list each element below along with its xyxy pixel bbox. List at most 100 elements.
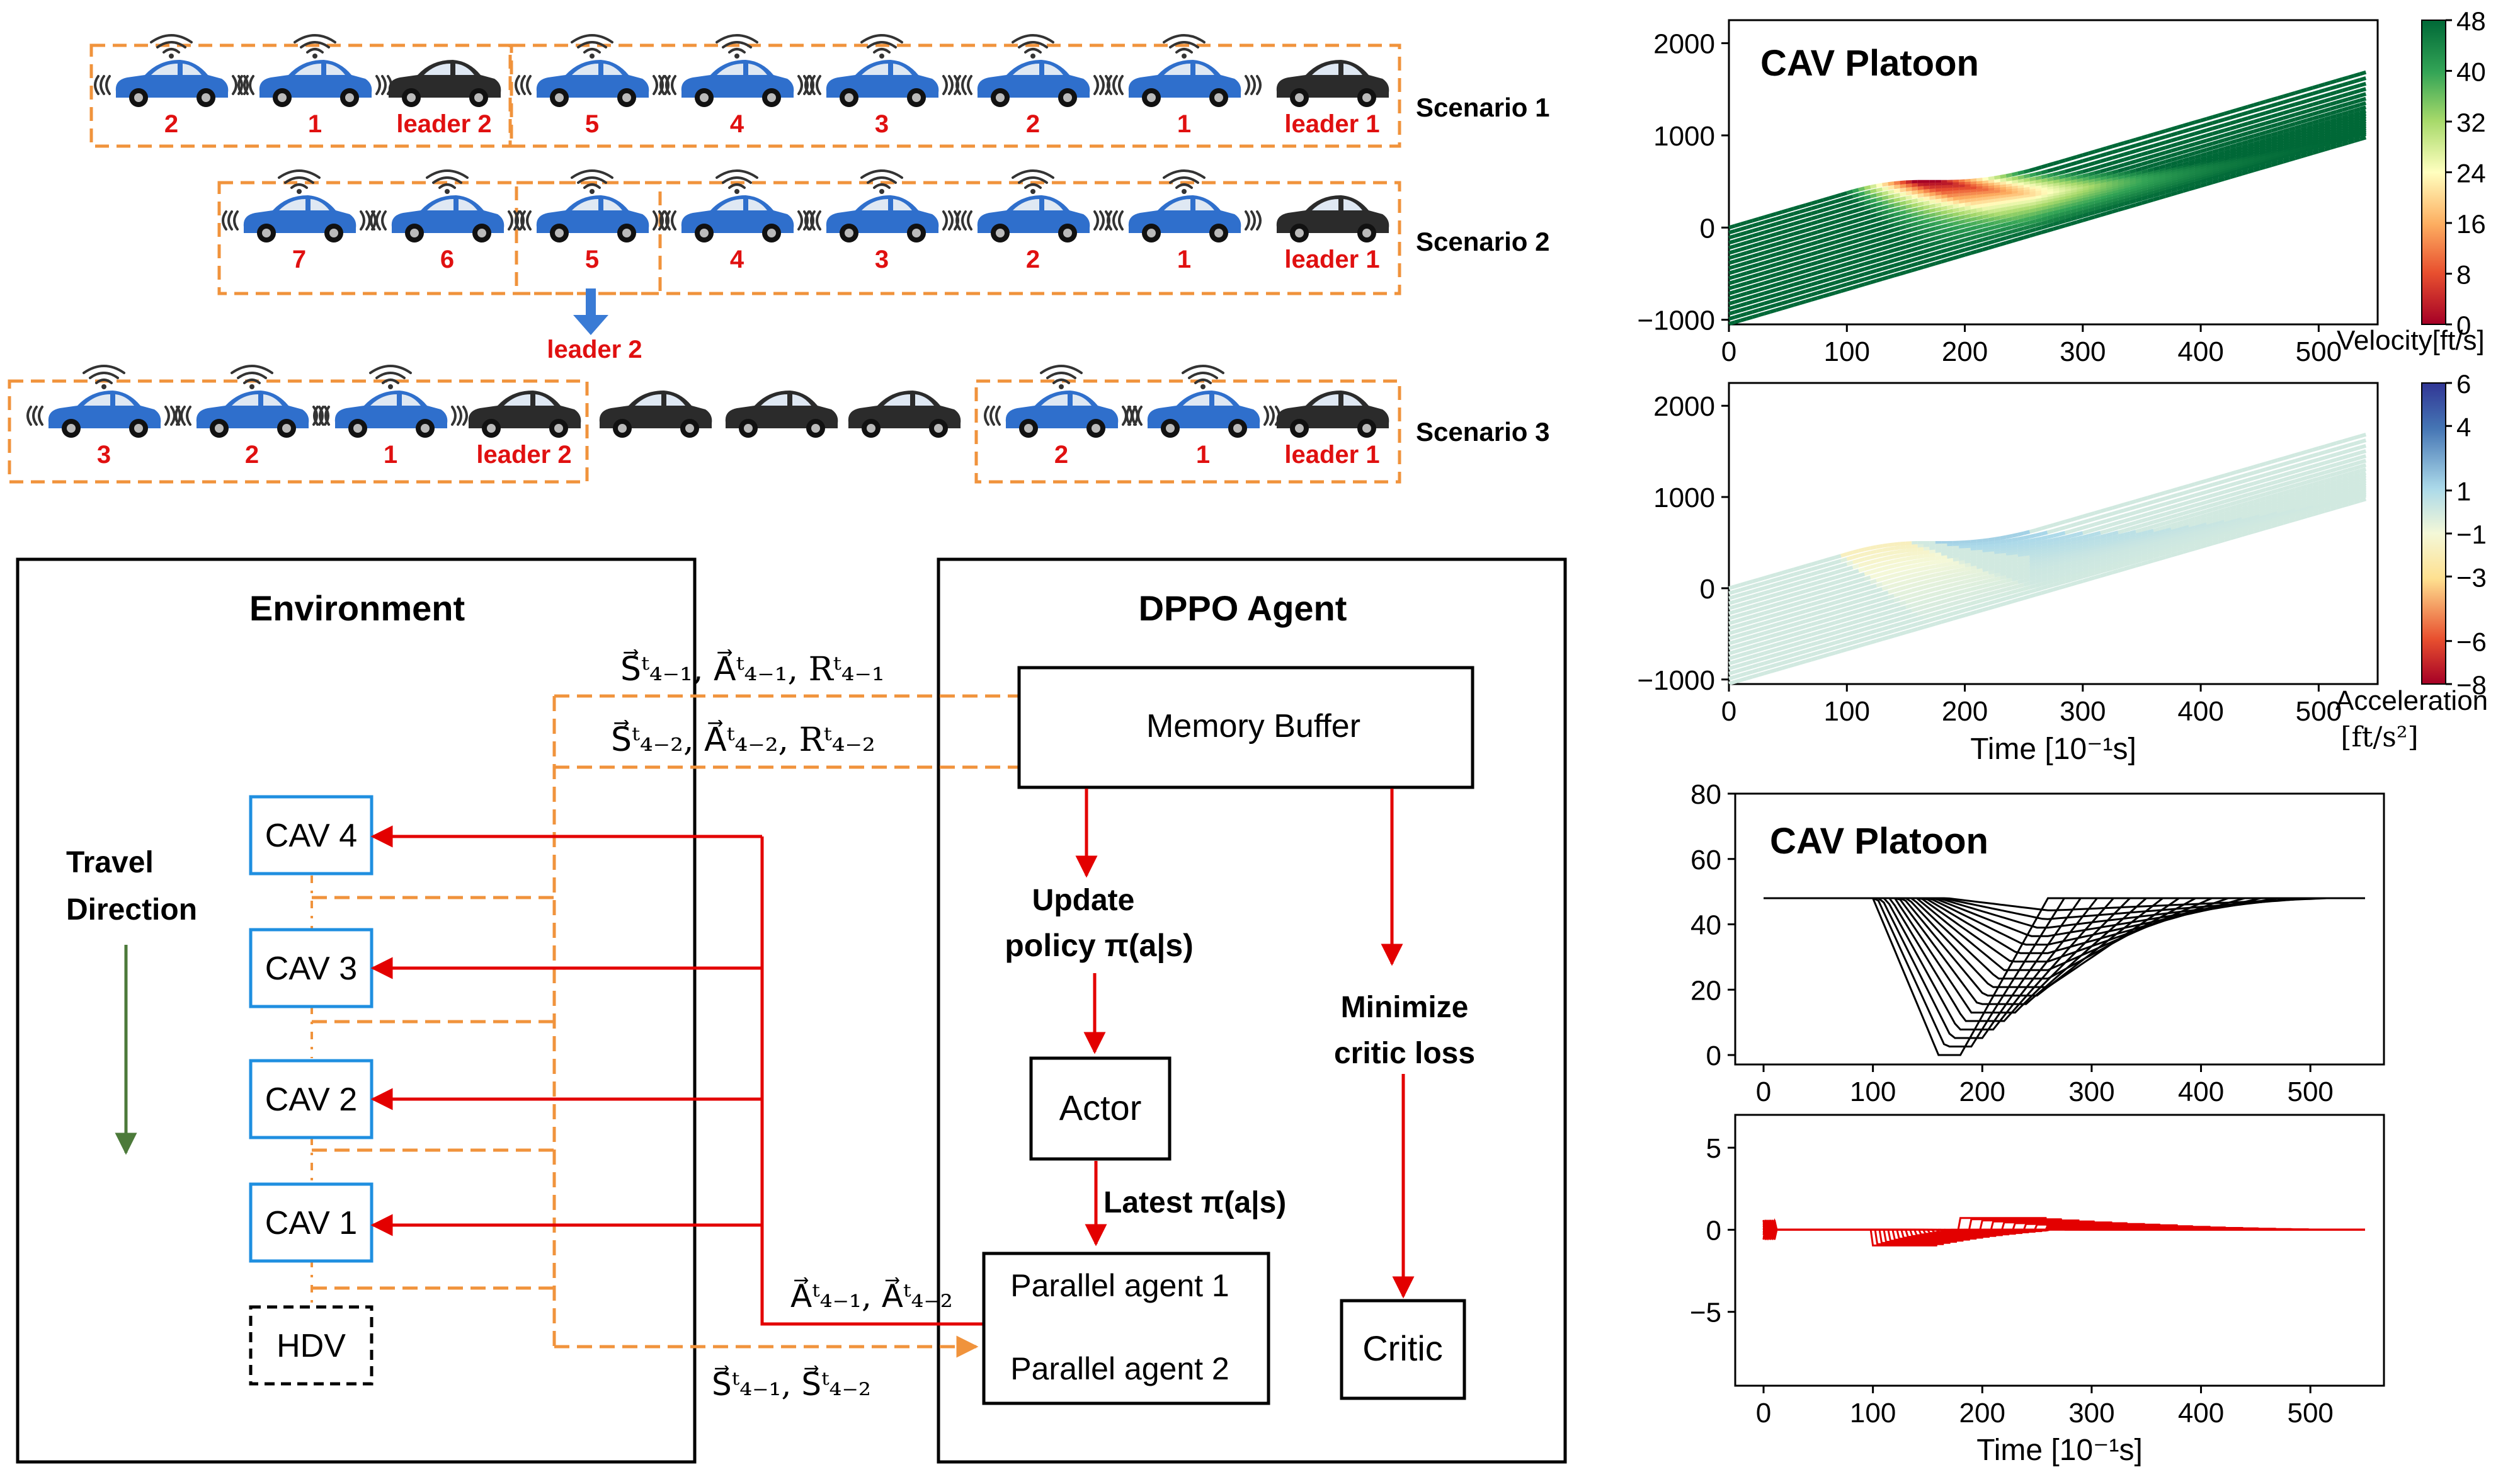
trajectory-segment	[2359, 105, 2367, 111]
trajectory-segment	[1858, 617, 1866, 623]
trajectory-segment	[1804, 292, 1812, 299]
trajectory-segment	[2165, 139, 2172, 144]
trajectory-segment	[2147, 554, 2155, 561]
trajectory-segment	[1976, 228, 1983, 234]
trajectory-segment	[1905, 187, 1912, 192]
trajectory-segment	[1828, 571, 1836, 576]
trajectory-segment	[2312, 149, 2320, 155]
trajectory-segment	[1740, 286, 1747, 292]
trajectory-segment	[2088, 210, 2095, 217]
trajectory-segment	[1816, 599, 1824, 605]
trajectory-segment	[2200, 543, 2208, 549]
trajectory-segment	[2235, 156, 2243, 161]
acceleration-series	[1762, 1220, 2365, 1240]
trajectory-segment	[2265, 490, 2272, 496]
trajectory-segment	[1917, 590, 1924, 596]
trajectory-segment	[1876, 597, 1883, 603]
trajectory-segment	[2194, 145, 2201, 151]
trajectory-segment	[1976, 233, 1983, 239]
trajectory-segment	[2005, 191, 2012, 196]
trajectory-segment	[1941, 584, 1948, 590]
trajectory-segment	[2218, 147, 2225, 152]
trajectory-segment	[2194, 124, 2201, 130]
trajectory-segment	[1941, 233, 1948, 239]
trajectory-segment	[2247, 147, 2255, 153]
trajectory-segment	[1769, 232, 1777, 238]
trajectory-segment	[2147, 171, 2154, 176]
trajectory-segment	[2235, 106, 2243, 112]
trajectory-segment	[2235, 506, 2243, 513]
trajectory-segment	[1846, 565, 1854, 571]
trajectory-segment	[1787, 212, 1794, 217]
trajectory-segment	[1734, 248, 1742, 253]
trajectory-segment	[2058, 555, 2066, 560]
trajectory-segment	[2100, 188, 2107, 193]
trajectory-segment	[2223, 477, 2231, 483]
trajectory-segment	[2005, 552, 2012, 557]
signal-waves-icon	[237, 75, 392, 95]
trajectory-segment	[2300, 114, 2308, 120]
trajectory-segment	[1776, 576, 1783, 582]
trajectory-segment	[2082, 557, 2089, 563]
state-action-reward-2: S⃗ᵗ₄₋₂, A⃗ᵗ₄₋₂, Rᵗ₄₋₂	[611, 720, 875, 759]
trajectory-segment	[2182, 134, 2190, 139]
trajectory-segment	[1941, 608, 1948, 614]
trajectory-segment	[1887, 268, 1895, 275]
trajectory-segment	[1970, 216, 1977, 222]
trajectory-segment	[2153, 533, 2160, 539]
trajectory-segment	[2111, 198, 2119, 203]
trajectory-segment	[2200, 527, 2208, 532]
trajectory-segment	[2318, 486, 2325, 491]
trajectory-segment	[1804, 222, 1812, 227]
trajectory-segment	[2082, 518, 2090, 525]
update-policy-line2: policy π(a|s)	[1005, 928, 1194, 964]
trajectory-segment	[2295, 134, 2302, 139]
trajectory-segment	[1881, 250, 1889, 256]
trajectory-segment	[1793, 286, 1801, 292]
trajectory-segment	[2288, 142, 2296, 148]
trajectory-segment	[1752, 253, 1759, 258]
trajectory-segment	[1740, 596, 1747, 602]
trajectory-segment	[2200, 517, 2208, 523]
trajectory-segment	[2235, 137, 2243, 143]
trajectory-segment	[1822, 222, 1830, 227]
trajectory-segment	[2212, 532, 2219, 537]
trajectory-segment	[2276, 473, 2284, 479]
trajectory-segment	[2123, 538, 2131, 544]
trajectory-segment	[2200, 537, 2208, 543]
trajectory-segment	[2235, 145, 2243, 151]
trajectory-segment	[2029, 208, 2036, 214]
trajectory-segment	[2058, 189, 2066, 195]
trajectory-segment	[1834, 644, 1842, 650]
trajectory-segment	[1953, 230, 1959, 236]
trajectory-segment	[2182, 163, 2190, 169]
trajectory-segment	[2312, 472, 2320, 478]
trajectory-segment	[1935, 215, 1942, 221]
trajectory-segment	[2265, 133, 2272, 139]
trajectory-segment	[2335, 486, 2343, 491]
trajectory-segment	[2230, 135, 2237, 140]
trajectory-segment	[2312, 507, 2320, 513]
trajectory-segment	[2341, 137, 2349, 143]
trajectory-segment	[2100, 545, 2107, 551]
trajectory-segment	[2318, 450, 2325, 456]
trajectory-segment	[2323, 489, 2331, 495]
trajectory-segment	[1804, 282, 1812, 288]
trajectory-segment	[1852, 559, 1859, 564]
trajectory-segment	[2230, 525, 2237, 530]
trajectory-segment	[2011, 212, 2019, 217]
trajectory-segment	[1929, 564, 1936, 569]
trajectory-segment	[2106, 194, 2113, 200]
trajectory-segment	[2141, 501, 2148, 507]
trajectory-segment	[1988, 537, 1995, 542]
trajectory-segment	[2076, 571, 2084, 577]
trajectory-segment	[2100, 508, 2107, 513]
trajectory-segment	[2306, 501, 2313, 507]
trajectory-segment	[2135, 523, 2143, 529]
trajectory-segment	[1893, 266, 1901, 273]
trajectory-segment	[2241, 146, 2249, 152]
trajectory-segment	[2170, 540, 2178, 547]
trajectory-segment	[2300, 511, 2308, 516]
trajectory-segment	[1822, 242, 1830, 248]
trajectory-segment	[2359, 111, 2367, 118]
